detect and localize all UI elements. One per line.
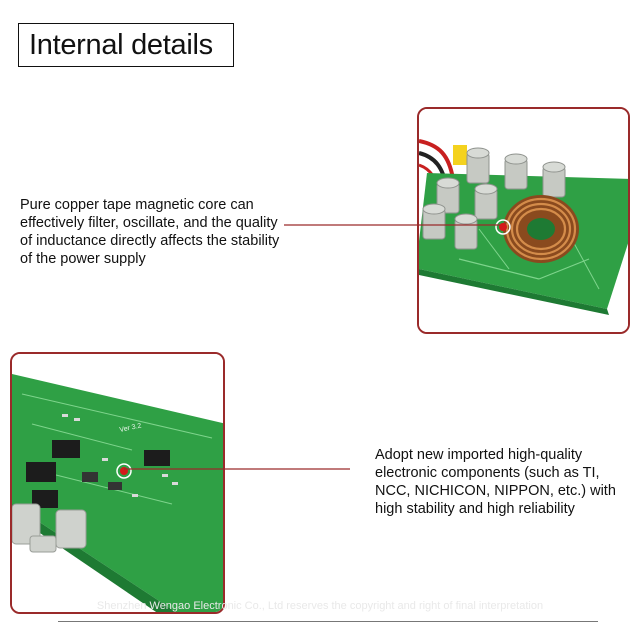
svg-text:Ver 3.2: Ver 3.2 <box>119 422 142 433</box>
copyright-footer: Shenzhen Wengao Electronic Co., Ltd rese… <box>96 600 544 612</box>
components-photo: Ver 3.2 <box>10 352 225 614</box>
footer-divider <box>58 621 598 622</box>
components-description: Adopt new imported high-quality electron… <box>375 447 616 517</box>
inductor-photo <box>417 107 630 334</box>
section-title: Internal details <box>18 23 234 67</box>
inductor-description: Pure copper tape magnetic core can effec… <box>20 197 280 267</box>
